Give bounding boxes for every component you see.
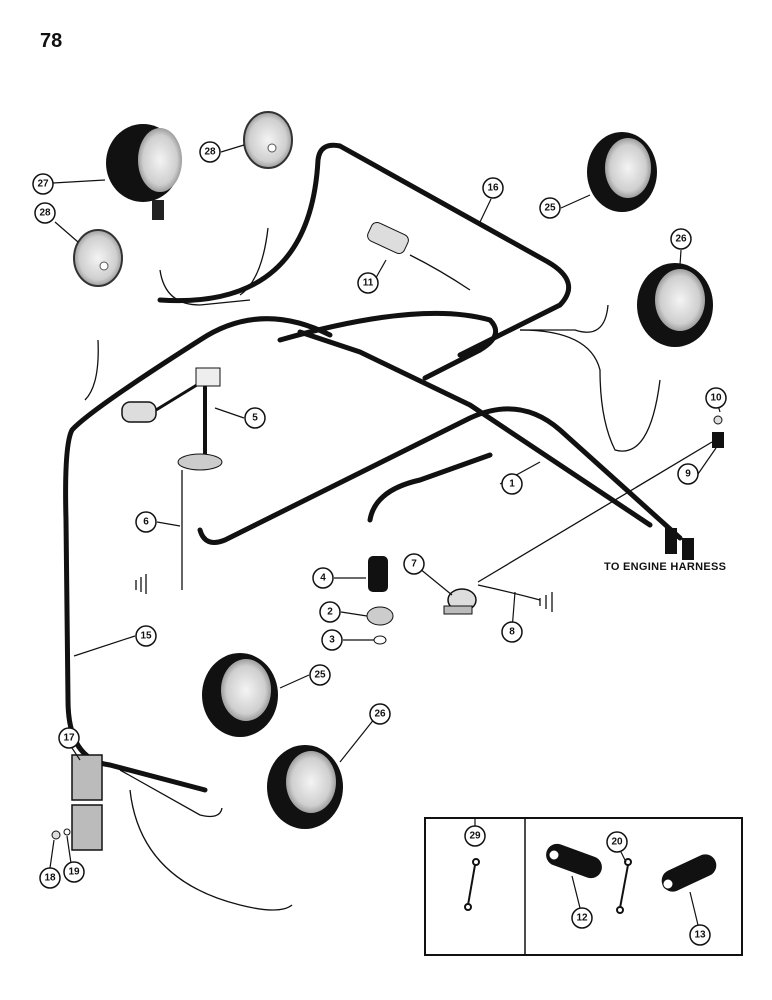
callout-19: 19	[63, 861, 85, 883]
callout-16: 16	[482, 177, 504, 199]
callout-3: 3	[321, 629, 343, 651]
left-loop-harness	[63, 316, 333, 793]
sender-7	[443, 588, 477, 615]
callout-6: 6	[135, 511, 157, 533]
callout-11: 11	[357, 272, 379, 294]
lamp-28-top	[243, 111, 293, 169]
svg-text:20: 20	[611, 837, 623, 848]
ground-symbol-left	[135, 574, 147, 594]
callout-8: 8	[501, 621, 523, 643]
lamp-26-bottom	[267, 745, 343, 829]
ground-symbol-right	[539, 592, 553, 612]
svg-text:26: 26	[374, 709, 386, 720]
svg-text:18: 18	[44, 873, 56, 884]
fuel-sender-5	[121, 367, 223, 471]
svg-text:17: 17	[63, 733, 75, 744]
callout-17: 17	[58, 727, 80, 749]
svg-text:28: 28	[39, 208, 51, 219]
inset-part-12	[546, 843, 602, 879]
callout-25-top: 25	[539, 197, 561, 219]
svg-text:9: 9	[685, 469, 691, 480]
svg-text:25: 25	[314, 670, 326, 681]
inset-part-20	[616, 858, 632, 914]
svg-text:25: 25	[544, 203, 556, 214]
callout-26-top: 26	[670, 228, 692, 250]
lamp-25-bottom	[202, 653, 278, 737]
engine-connector	[665, 528, 694, 560]
svg-text:28: 28	[204, 147, 216, 158]
callout-28-top: 28	[199, 141, 221, 163]
callout-7: 7	[403, 553, 425, 575]
callout-29: 29	[464, 825, 486, 847]
svg-text:3: 3	[329, 635, 335, 646]
svg-text:1: 1	[509, 479, 515, 490]
main-harness-upper	[297, 329, 653, 528]
callout-10: 10	[705, 387, 727, 409]
callout-4: 4	[312, 567, 334, 589]
page-number: 78	[40, 30, 63, 52]
switch-4	[366, 556, 394, 645]
svg-text:13: 13	[694, 930, 706, 941]
inset-box	[424, 817, 743, 956]
callout-1: 1	[501, 473, 523, 495]
wire-7-to-9	[477, 441, 713, 583]
washer-19	[63, 828, 71, 836]
connector-9	[712, 415, 724, 448]
wire-to-light-28-top	[239, 227, 269, 296]
engine-harness-label: TO ENGINE HARNESS	[604, 561, 727, 573]
inset-part-29	[464, 858, 480, 911]
callout-12: 12	[571, 907, 593, 929]
callout-5: 5	[244, 407, 266, 429]
callout-25-bottom: 25	[309, 664, 331, 686]
wire-to-light-28-left	[84, 339, 99, 401]
middle-harness	[367, 452, 493, 523]
callout-27: 27	[32, 173, 54, 195]
lamp-26-top	[637, 263, 713, 347]
svg-text:8: 8	[509, 627, 515, 638]
svg-text:12: 12	[576, 913, 588, 924]
wire-to-light-26-top	[519, 329, 661, 452]
svg-text:4: 4	[320, 573, 326, 584]
callout-9: 9	[677, 463, 699, 485]
screw-18	[51, 830, 61, 840]
svg-text:10: 10	[710, 393, 722, 404]
callout-2: 2	[319, 601, 341, 623]
svg-text:2: 2	[327, 607, 333, 618]
lamp-25-top	[587, 132, 657, 212]
callout-15: 15	[135, 625, 157, 647]
svg-text:26: 26	[675, 234, 687, 245]
lamp-28-left	[73, 229, 123, 287]
connector-11	[367, 221, 409, 255]
wire-to-light-25-top	[520, 304, 609, 333]
svg-text:6: 6	[143, 517, 149, 528]
callout-20: 20	[606, 831, 628, 853]
callout-28-left: 28	[34, 202, 56, 224]
svg-text:5: 5	[252, 413, 258, 424]
svg-text:19: 19	[68, 867, 80, 878]
svg-text:15: 15	[140, 631, 152, 642]
roof-harness	[157, 142, 572, 358]
svg-text:27: 27	[37, 179, 49, 190]
wire-to-light-27	[159, 269, 251, 306]
svg-text:29: 29	[469, 831, 481, 842]
callout-13: 13	[689, 924, 711, 946]
svg-text:16: 16	[487, 183, 499, 194]
wire-7-ground	[477, 584, 541, 601]
svg-text:11: 11	[363, 278, 374, 289]
lower-right-harness	[277, 310, 499, 381]
callout-18: 18	[39, 867, 61, 889]
wire-to-light-25-bottom	[119, 769, 223, 818]
wire-to-light-26-bottom	[129, 789, 293, 911]
inset-part-13	[661, 854, 717, 892]
leader-lines	[49, 144, 721, 926]
main-harness	[197, 406, 683, 545]
wire-11	[409, 254, 471, 291]
svg-text:7: 7	[411, 559, 417, 570]
callout-26-bottom: 26	[369, 703, 391, 725]
bracket-17	[71, 754, 103, 851]
lamp-27	[106, 124, 182, 220]
